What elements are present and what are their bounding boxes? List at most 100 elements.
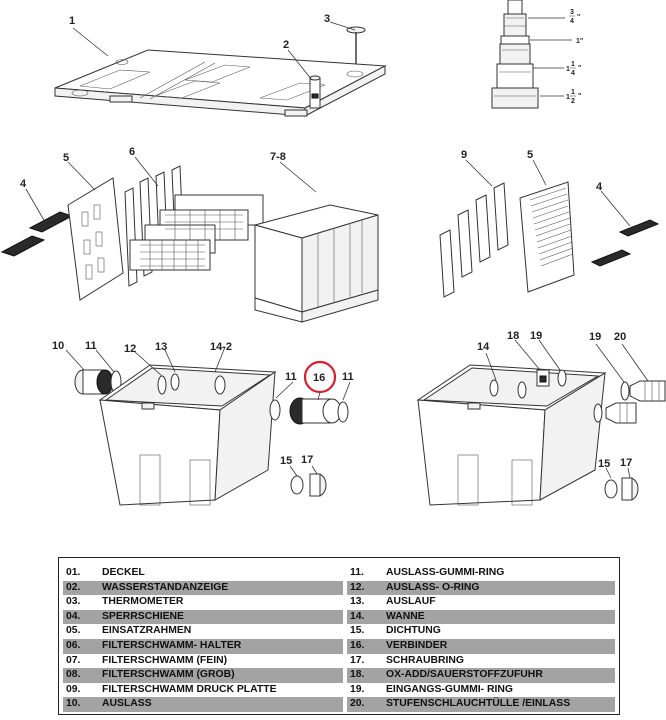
legend-row-number: 05. [66,625,81,637]
legend-row: 13.AUSLAUF [347,595,615,610]
legend-row-number: 07. [66,654,81,666]
legend-row-number: 15. [350,625,365,637]
highlight-circle [303,360,337,394]
legend-row: 02.WASSERSTANDANZEIGE [63,580,343,596]
callout-17: 17 [301,454,313,466]
pressure-plate-part [439,182,509,298]
legend-row-label: EINGANGS-GUMMI- RING [386,683,513,695]
callout-3: 3 [324,13,330,25]
svg-text:1: 1 [566,66,570,73]
callout-11: 11 [85,340,97,352]
legend-row-label: WANNE [386,610,425,622]
legend-row-number: 13. [350,596,365,608]
exploded-parts-diagram: 3 4 " 1" 1 1 4 " 1 1 2 " [0,0,666,506]
callout-13: 13 [155,341,167,353]
svg-text:1: 1 [571,89,575,96]
legend-row-label: SPERRSCHIENE [102,610,184,622]
svg-text:4: 4 [570,18,574,25]
svg-text:1": 1" [576,38,583,45]
legend-row-label: FILTERSCHWAMM- HALTER [102,639,242,651]
gasket-screw-ring-left-part [290,473,327,497]
callout-11-mid: 11 [285,371,297,383]
callout-19-right: 19 [589,331,601,343]
filter-sponge-part [253,204,379,323]
leader-lines [25,21,649,479]
legend-row-number: 08. [66,669,81,681]
locking-rail-right-part [590,219,660,267]
legend-row-label: DICHTUNG [386,625,441,637]
legend-row-label: AUSLASS-GUMMI-RING [386,567,505,578]
legend-row-label: FILTERSCHWAMM DRUCK PLATTE [102,683,277,695]
callout-20: 20 [614,331,626,343]
callout-4: 4 [20,178,27,190]
legend-row: 20.STUFENSCHLAUCHTÜLLE /EINLASS [347,697,615,712]
callout-17-right: 17 [620,457,632,469]
stepped-hose-adapter-part [491,0,572,109]
legend-row: 11. AUSLASS-GUMMI-RING [347,566,615,581]
gasket-screw-ring-right-part [604,477,639,501]
callout-10: 10 [52,340,64,352]
svg-text:1: 1 [571,61,575,68]
legend-row: 14.WANNE [347,609,615,625]
fraction-three-quarter-label: 3 4 " [569,9,580,25]
svg-text:": " [577,14,580,21]
legend-row: 04. SPERRSCHIENE [63,609,343,625]
callout-2: 2 [283,39,289,51]
callout-11-right: 11 [342,371,354,383]
legend-row: 18.OX-ADD/SAUERSTOFFZUFUHR [347,668,615,683]
callout-labels: 1 2 3 4 5 6 7-8 9 5 4 10 11 12 13 14-2 1… [20,13,632,470]
legend-row-number: 06. [66,639,81,651]
callout-5: 5 [63,152,69,164]
water-level-gauge-part [309,75,321,109]
legend-row-label: FILTERSCHWAMM (GROB) [102,669,235,681]
svg-text:4: 4 [571,70,575,77]
ox-add-part [536,369,567,387]
legend-row-label: FILTERSCHWAMM (FEIN) [102,654,228,666]
fraction-one-inch-label: 1" [576,38,583,45]
callout-12: 12 [124,343,136,355]
callout-16: 16 [313,372,325,384]
callout-4-right: 4 [596,181,603,193]
legend-row-number: 11. [350,567,364,578]
legend-row-number: 16. [350,639,365,651]
legend-row-label: VERBINDER [386,639,448,651]
callout-14: 14 [477,341,490,353]
legend-row: 05.EINSATZRAHMEN [63,624,343,639]
legend-row-label: AUSLASS- O-RING [386,581,480,593]
callout-1: 1 [69,15,75,27]
legend-row-label: SCHRAUBRING [386,654,464,666]
legend-row-number: 10. [66,698,81,710]
callout-7-8: 7-8 [270,151,286,163]
legend-row-label: WASSERSTANDANZEIGE [102,581,229,593]
svg-text:": " [578,93,581,100]
svg-text:3: 3 [570,9,574,16]
locking-rail-part [0,211,74,257]
legend-row: 07. FILTERSCHWAMM (FEIN) [63,654,343,669]
legend-row: 19. EINGANGS-GUMMI- RING [347,683,615,698]
legend-row-label: DECKEL [102,567,145,578]
legend-row-label: AUSLASS [102,698,152,710]
tank-left-part [98,364,277,506]
legend-row-number: 19. [350,683,365,695]
legend-row-label: OX-ADD/SAUERSTOFFZUFUHR [386,669,543,681]
callout-18: 18 [507,330,519,342]
sponge-holder-part [124,165,264,287]
legend-row: 16. VERBINDER [347,638,615,654]
legend-row: 12.AUSLASS- O-RING [347,580,615,596]
legend-row: 03.THERMOMETER [63,595,343,610]
callout-15: 15 [280,455,292,467]
stepped-hose-inlet-part [605,380,666,424]
legend-row-number: 20. [350,698,365,710]
legend-row: 10. AUSLASS [63,697,343,712]
svg-text:1: 1 [566,94,570,101]
legend-row-number: 04. [66,610,81,622]
legend-row: 15. DICHTUNG [347,624,615,639]
svg-text:2: 2 [571,98,575,105]
fraction-one-quarter-label: 1 1 4 " [566,61,581,77]
legend-row-number: 03. [66,596,81,608]
legend-row-number: 17. [350,654,365,666]
inlet-ring-part [593,381,630,423]
legend-row: 08. FILTERSCHWAMM (GROB) [63,668,343,683]
